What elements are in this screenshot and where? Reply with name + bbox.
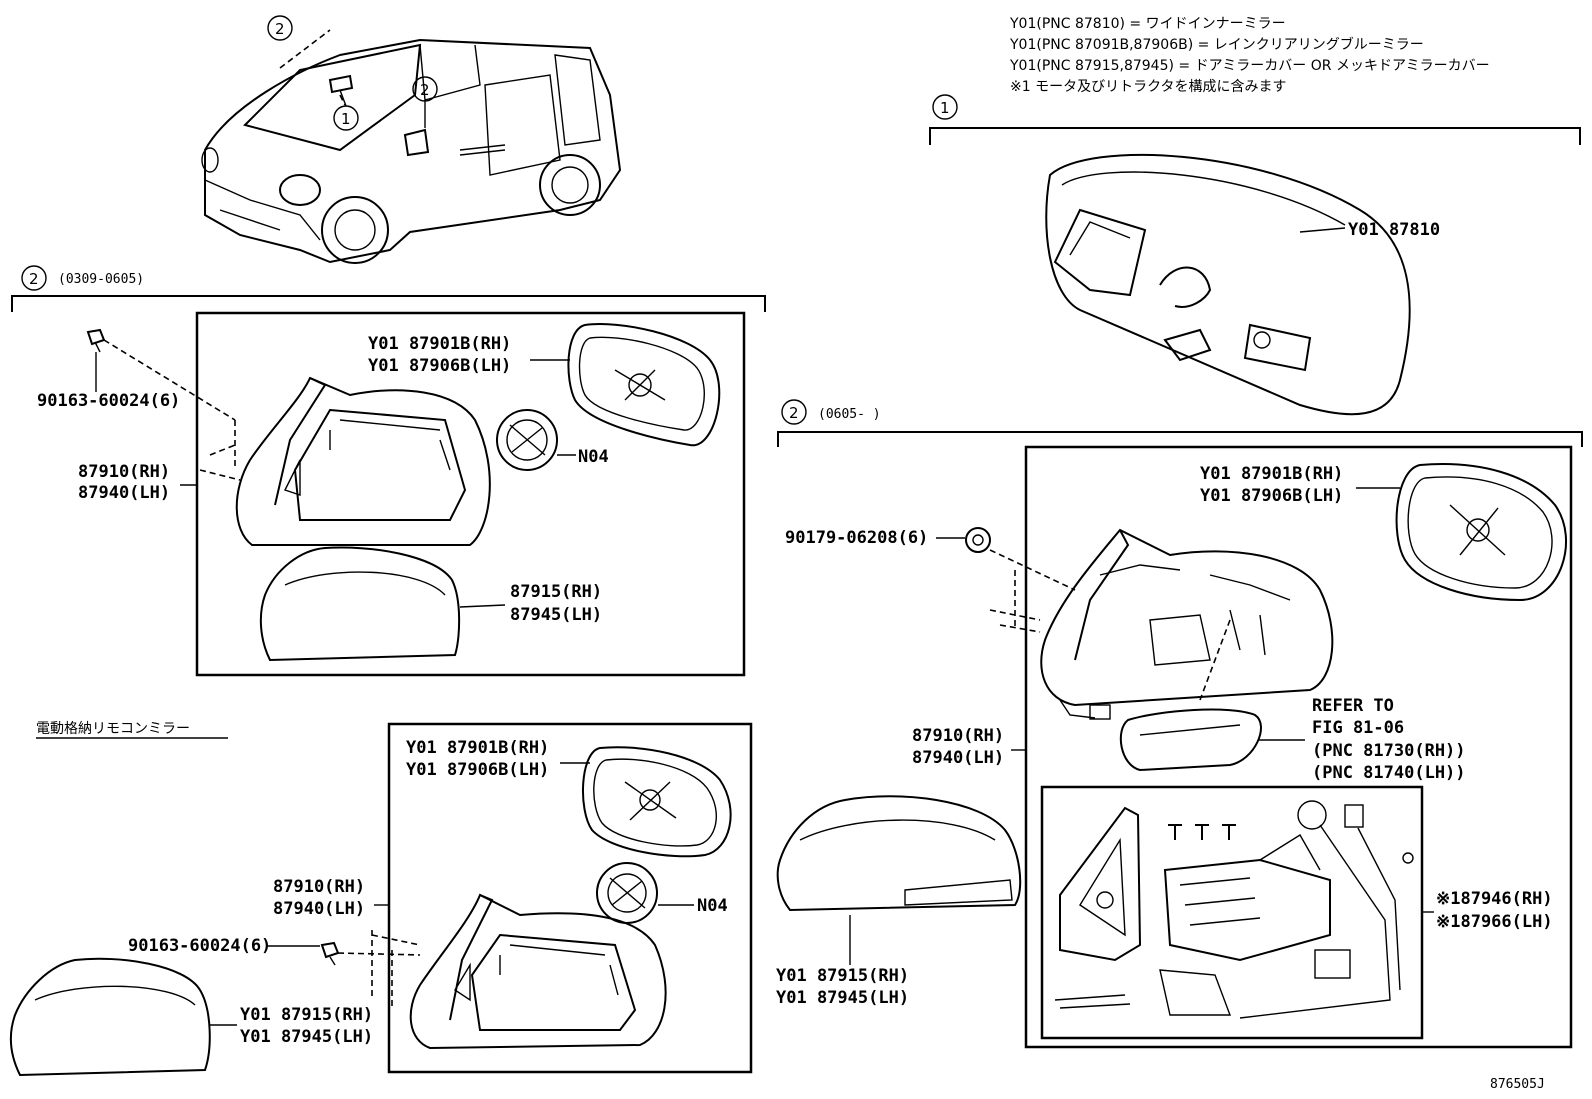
section-b-cover-rh: Y01 87915(RH) (776, 966, 909, 986)
section-c-bolt-label: 90163-60024(6) (128, 936, 271, 956)
section-a-n04: N04 (578, 447, 609, 467)
section-a-ref: 2 (29, 270, 39, 288)
section-c-glass-rh: Y01 87901B(RH) (406, 738, 549, 758)
section-b-motor-rh: ※187946(RH) (1436, 889, 1553, 909)
section-a-box (195, 311, 746, 677)
inner-mirror-illustration (1045, 153, 1411, 416)
note-line-4: ※1 モータ及びリトラクタを構成に含みます (1010, 79, 1287, 95)
section-b-motor-illustration (1054, 800, 1414, 1019)
section-b-refer-4: (PNC 81740(LH)) (1312, 763, 1466, 783)
section-c-mirror-rh: 87910(RH) (273, 877, 365, 897)
section-a-bolt-label: 90163-60024(6) (37, 391, 180, 411)
note-line-3: Y01(PNC 87915,87945) = ドアミラーカバー OR メッキドア… (1009, 58, 1490, 74)
callout-1-inner: 1 (940, 99, 950, 117)
section-a-period: (0309-0605) (58, 272, 144, 287)
section-b-period: (0605- ) (818, 407, 881, 422)
section-b-nut-label: 90179-06208(6) (785, 528, 928, 548)
section-c-mirror-lh: 87940(LH) (273, 899, 365, 919)
section-b-glass-rh: Y01 87901B(RH) (1200, 464, 1343, 484)
figure-id: 876505J (1490, 1077, 1545, 1092)
section-c-n04: N04 (697, 896, 728, 916)
section-b-ref: 2 (789, 404, 799, 422)
section-c-cover-rh: Y01 87915(RH) (240, 1005, 373, 1025)
section-c-box (387, 722, 753, 1074)
callout-2-vehicle: 2 (275, 20, 285, 38)
section-c-title: 電動格納リモコンミラー (36, 721, 190, 737)
section-a-cover-rh: 87915(RH) (510, 582, 602, 602)
section-b-mirror-illustration (776, 463, 1568, 912)
section-a-glass-lh: Y01 87906B(LH) (368, 356, 511, 376)
note-line-1: Y01(PNC 87810) = ワイドインナーミラー (1009, 16, 1286, 32)
section-a-mirror-rh: 87910(RH) (78, 462, 170, 482)
section-c-mirror-illustration (9, 746, 732, 1077)
section-b-refer-3: (PNC 81730(RH)) (1312, 741, 1466, 761)
section-c-glass-lh: Y01 87906B(LH) (406, 760, 549, 780)
section-b-refer-1: REFER TO (1312, 696, 1394, 716)
section-a-mirror-lh: 87940(LH) (78, 483, 170, 503)
vehicle-illustration (201, 29, 622, 264)
section-b-glass-lh: Y01 87906B(LH) (1200, 486, 1343, 506)
section-a-glass-rh: Y01 87901B(RH) (368, 334, 511, 354)
note-line-2: Y01(PNC 87091B,87906B) = レインクリアリングブルーミラー (1009, 36, 1424, 53)
section-b-mirror-lh: 87940(LH) (912, 748, 1004, 768)
inner-mirror-label: Y01 87810 (1348, 220, 1440, 240)
section-b-cover-lh: Y01 87945(LH) (776, 988, 909, 1008)
section-c-cover-lh: Y01 87945(LH) (240, 1027, 373, 1047)
callout-1-vehicle: 1 (341, 110, 351, 128)
callout-2-door: 2 (420, 81, 430, 99)
section-a-mirror-illustration (86, 323, 721, 662)
section-b-refer-2: FIG 81-06 (1312, 718, 1404, 738)
section-b-box (1024, 445, 1573, 1049)
section-b-mirror-rh: 87910(RH) (912, 726, 1004, 746)
section-a-cover-lh: 87945(LH) (510, 605, 602, 625)
section-b-motor-lh: ※187966(LH) (1436, 912, 1553, 932)
